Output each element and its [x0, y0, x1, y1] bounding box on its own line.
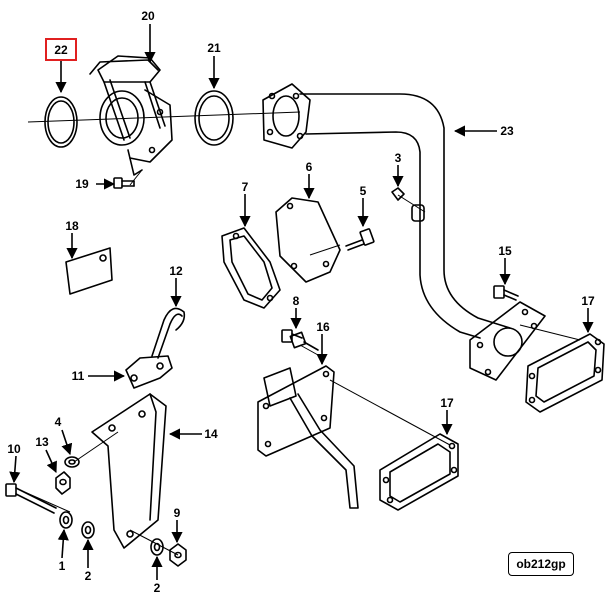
- valve-assembly-20: [89, 55, 173, 176]
- callout-1: 1: [59, 559, 66, 573]
- callout-17-upper: 17: [581, 294, 595, 308]
- callout-13: 13: [35, 435, 49, 449]
- leader-lines: [9, 24, 594, 580]
- plate-18: [65, 247, 113, 295]
- callout-2-left: 2: [85, 569, 92, 583]
- callout-11: 11: [72, 369, 85, 383]
- o-ring-22: [44, 96, 78, 148]
- callout-3: 3: [395, 151, 402, 165]
- callout-18: 18: [65, 219, 79, 233]
- callout-7: 7: [242, 180, 249, 194]
- pipe-23: [262, 83, 546, 381]
- figure-id-tag: ob212gp: [508, 552, 574, 576]
- callout-labels: 22 20 21 23 3 6 7 5 19 18 12 15 17 8 16 …: [7, 9, 595, 595]
- hook-12: [151, 307, 186, 359]
- callout-23: 23: [500, 124, 514, 138]
- callout-2-right: 2: [154, 581, 161, 595]
- bolt-5: [345, 228, 375, 251]
- washer-1: [59, 511, 73, 529]
- plate-6: [275, 197, 341, 283]
- gasket-17-lower: [379, 433, 459, 511]
- gasket-17-upper: [525, 333, 605, 413]
- callout-17-lower: 17: [440, 396, 454, 410]
- callout-4: 4: [55, 415, 62, 429]
- bolt-3: [391, 187, 405, 201]
- nut-13: [55, 471, 71, 495]
- callout-14: 14: [204, 427, 218, 441]
- bracket-14: [91, 393, 167, 549]
- callout-21: 21: [207, 41, 221, 55]
- callout-22: 22: [54, 43, 68, 57]
- callout-6: 6: [306, 160, 313, 174]
- valve-16: [257, 331, 359, 509]
- callout-20: 20: [141, 9, 155, 23]
- bolt-8: [281, 329, 303, 343]
- bolt-10: [5, 483, 57, 514]
- callout-16: 16: [316, 320, 330, 334]
- callout-15: 15: [498, 244, 512, 258]
- washer-2-right: [150, 538, 164, 556]
- o-ring-21: [194, 90, 234, 146]
- callout-9: 9: [174, 506, 181, 520]
- callout-19: 19: [75, 177, 89, 191]
- highlight-box: [45, 38, 77, 61]
- callout-8: 8: [293, 294, 300, 308]
- callout-12: 12: [169, 264, 183, 278]
- callout-5: 5: [360, 184, 367, 198]
- nut-9: [169, 543, 187, 567]
- washer-2-left: [81, 521, 95, 539]
- bolt-15: [493, 285, 519, 301]
- callout-10: 10: [7, 442, 21, 456]
- gasket-7: [221, 227, 281, 309]
- washer-4: [64, 456, 80, 468]
- clamp-11: [125, 355, 173, 389]
